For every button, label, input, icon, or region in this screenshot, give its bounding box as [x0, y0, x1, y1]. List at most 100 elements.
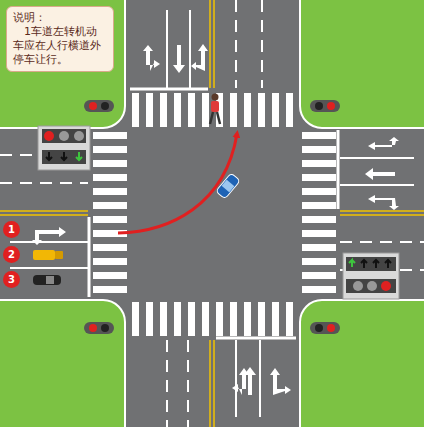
road-graphic [302, 244, 336, 251]
road-graphic [160, 93, 167, 127]
road-graphic [270, 368, 291, 395]
road-graphic [84, 100, 114, 112]
road-graphic [202, 93, 209, 127]
road-graphic [258, 302, 265, 336]
road-graphic [202, 302, 209, 336]
road-graphic [188, 302, 195, 336]
road-graphic [101, 102, 109, 110]
road-graphic [191, 44, 208, 71]
road-graphic [302, 132, 336, 139]
road-graphic [343, 253, 399, 299]
road-graphic [33, 275, 61, 285]
road-graphic [210, 112, 213, 124]
vehicle-light-left [38, 126, 90, 170]
road-graphic [84, 322, 114, 334]
road-graphic [244, 367, 256, 395]
note-heading: 说明： [13, 11, 107, 25]
road-graphic [166, 340, 168, 427]
road-graphic [0, 0, 125, 128]
road-graphic [212, 94, 219, 101]
road-graphic [166, 10, 168, 88]
road-graphic [216, 173, 241, 199]
road-graphic [216, 302, 223, 336]
road-graphic [76, 152, 82, 160]
road-graphic [93, 188, 127, 195]
road-graphic [74, 131, 84, 141]
road-graphic [173, 45, 185, 73]
road-graphic [132, 93, 139, 127]
road-graphic [361, 260, 391, 268]
road-graphic [46, 276, 54, 284]
road-graphic [230, 302, 237, 336]
road-graphic [160, 302, 167, 336]
road-graphic [327, 324, 335, 332]
road-graphic [93, 174, 127, 181]
road-graphic [272, 93, 279, 127]
road-graphic [216, 173, 241, 199]
road-graphic [143, 45, 160, 71]
road-graphic [209, 340, 211, 427]
road-graphic [300, 0, 424, 128]
road-graphic [272, 302, 279, 336]
road-graphic [93, 160, 127, 167]
road-graphic [353, 281, 363, 291]
note-text: 1车道左转机动车应在人行横道外停车让行。 [13, 25, 107, 67]
road-graphic [88, 217, 91, 297]
road-graphic [315, 324, 323, 332]
road-graphic [42, 129, 86, 143]
road-graphic [93, 216, 127, 223]
road-graphic [302, 146, 336, 153]
road-graphic [93, 272, 127, 279]
road-graphic [340, 210, 424, 212]
road-graphic [222, 180, 235, 193]
road-graphic [211, 101, 219, 112]
road-graphic [368, 195, 399, 210]
road-graphic [217, 112, 220, 124]
turn-path-arrow [118, 134, 237, 233]
road-graphic [261, 0, 263, 88]
road-graphic [174, 93, 181, 127]
road-graphic [349, 260, 355, 267]
road-graphic [46, 152, 67, 160]
road-graphic [188, 93, 195, 127]
road-graphic [0, 300, 125, 427]
road-graphic [300, 300, 424, 427]
road-graphic [216, 337, 296, 340]
road-graphic [93, 258, 127, 265]
road-graphic [368, 137, 399, 150]
callout-label: 3 [8, 275, 15, 285]
road-graphic [365, 168, 395, 180]
road-graphic [302, 188, 336, 195]
road-graphic [93, 132, 127, 139]
road-graphic [302, 160, 336, 167]
callout-number: 3 [3, 271, 20, 288]
road-graphic [327, 102, 335, 110]
road-graphic [244, 302, 251, 336]
road-graphic [33, 250, 55, 260]
road-graphic [346, 279, 396, 293]
road-graphic [101, 324, 109, 332]
road-graphic [93, 202, 127, 209]
road-graphic [302, 216, 336, 223]
pedestrian [210, 94, 220, 125]
road-graphic [302, 258, 336, 265]
road-graphic [340, 214, 424, 216]
vehicle-light-right [343, 253, 399, 299]
road-graphic [93, 244, 127, 251]
road-graphic [93, 286, 127, 293]
road-graphic [93, 146, 127, 153]
road-graphic [302, 202, 336, 209]
road-graphic [244, 93, 251, 127]
road-graphic [346, 257, 396, 271]
road-graphic [302, 286, 336, 293]
road-graphic [84, 322, 114, 334]
road-graphic [302, 272, 336, 279]
road-graphic [189, 10, 191, 88]
road-graphic [340, 184, 414, 186]
callout-label: 2 [8, 250, 15, 260]
road-graphic [146, 93, 153, 127]
road-graphic [230, 93, 237, 127]
